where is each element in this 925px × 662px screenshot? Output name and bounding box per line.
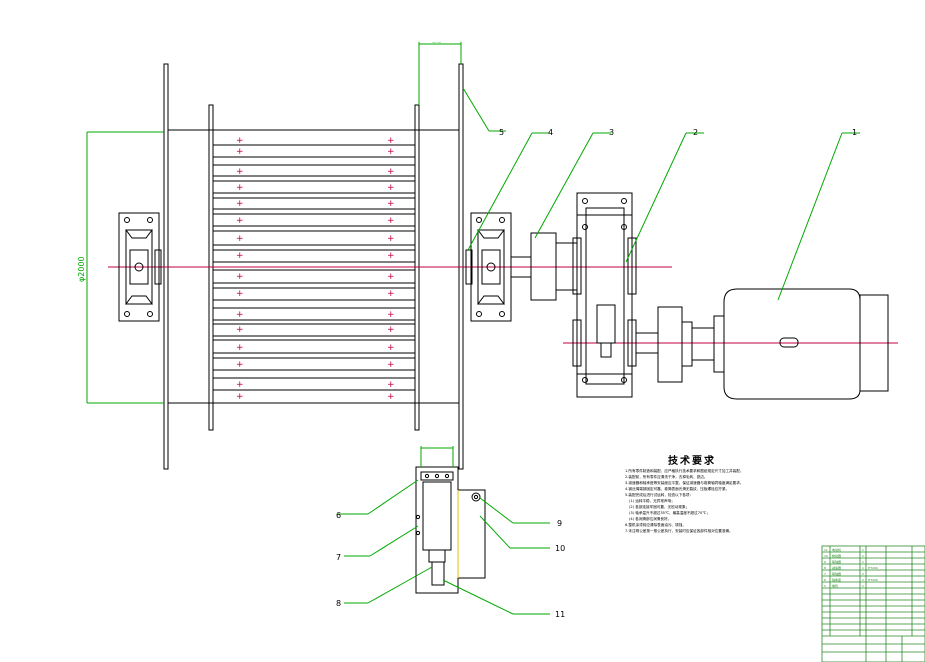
title-block [821,545,925,662]
crosshair-marker: + [236,167,244,177]
svg-text:— —: — — [432,40,441,45]
crosshair-marker: + [236,136,244,146]
title-block-cell: 1 [862,584,864,588]
title-block-cell: 8 [824,566,826,570]
crosshair-marker: + [236,234,244,244]
title-block-cell: 轴承座 [832,577,841,582]
tech-requirements-list: 1.所有零件制造和装配，应严格执行技术要求和图纸规定尺寸加工并装配。 2.装配前… [625,468,825,534]
crosshair-marker: + [236,380,244,390]
tech-item: 5.装配完成后进行试运转，检查以下各项： [625,493,694,497]
crosshair-marker: + [387,343,395,353]
title-block-cell: 9 [824,560,826,564]
crosshair-marker: + [387,251,395,261]
crosshair-marker: + [387,199,395,209]
title-block-cell: 2 [862,572,864,576]
callout-1: 1 [852,128,857,137]
tech-item: 3.减速器和轴承座等安装面应平整，保证减速器与卷筒轴同轴度满足要求。 [625,481,744,485]
crosshair-marker: + [236,310,244,320]
crosshair-marker: + [387,380,395,390]
crosshair-marker: + [236,199,244,209]
tech-item: 1.所有零件制造和装配，应严格执行技术要求和图纸规定尺寸加工并装配。 [625,469,744,473]
title-block-cell: 11 [824,548,828,552]
title-block-cell: 1 [862,566,864,570]
diameter-dimension [86,131,164,404]
crosshair-marker: + [387,147,395,157]
tech-item: 2.装配前，所有零件应清洗干净，去掉毛刺、锐边。 [625,475,708,479]
title-block-cell: 制动器 [832,553,841,558]
centerlines [108,266,898,344]
crosshair-marker: + [387,310,395,320]
brake-detail [415,466,486,594]
coupling-motor-side [635,306,725,383]
crosshair-marker: + [236,392,244,402]
crosshair-marker: + [387,216,395,226]
reducer [572,192,637,398]
tech-item: 4.钢丝绳端部固定可靠，卷筒表面光滑无裂纹，压板螺栓应拧紧。 [625,487,730,491]
title-block-cell: 减速器 [832,565,841,570]
title-block-cell: HT200 [868,566,878,570]
callout-6: 6 [336,511,341,520]
title-block-cell: 5 [824,584,826,588]
callout-numbers: 1 2 3 4 5 6 7 8 9 10 11 [336,128,857,619]
tech-item: (4) 各润滑部位润滑良好。 [629,517,672,521]
title-block-cell: 卷筒 [832,583,838,588]
crosshair-marker: + [387,272,395,282]
title-block-cell: 10 [824,554,828,558]
motor [723,288,889,400]
crosshair-marker: + [236,183,244,193]
title-block-cell: 1 [862,560,864,564]
tech-item: (2) 各部连接牢固可靠，无松动现象； [629,505,690,509]
callout-9: 9 [557,519,562,528]
title-block-cell: 1 [862,554,864,558]
crosshair-marker: + [387,360,395,370]
tech-item: 6.整机涂漆前应清除表面油污、锈蚀。 [625,523,686,527]
title-block-cell: 6 [824,578,826,582]
tech-item: 7.未注明公差按一般公差执行，安装时应保证各部件相对位置准确。 [625,529,733,533]
crosshair-marker: + [236,343,244,353]
title-block-cell: 联轴器 [832,571,841,576]
crosshair-marker: + [236,147,244,157]
crosshair-marker: + [236,216,244,226]
crosshair-marker: + [387,167,395,177]
crosshair-marker: + [236,360,244,370]
tech-requirements-title: 技术要求 [668,456,716,467]
crosshair-marker: + [236,289,244,299]
flange-spacing-dimension: — — [418,40,462,105]
title-block-cell: 电动机 [832,547,841,552]
bearing-seat-right [465,212,512,322]
bearing-seat-left [118,212,162,322]
crosshair-marker: + [387,325,395,335]
title-block-cell: HT200 [868,578,878,582]
title-block-cell: 2 [862,578,864,582]
callout-10: 10 [555,544,565,553]
title-block-cell: 7 [824,572,826,576]
crosshair-marker: + [236,325,244,335]
drum-bands: ++++++++++++++++++++++++++++++++ [213,136,415,402]
callout-8: 8 [336,599,341,608]
callout-5: 5 [499,128,504,137]
callout-3: 3 [609,128,614,137]
crosshair-marker: + [387,183,395,193]
callout-leaders [338,87,860,615]
callout-4: 4 [548,128,553,137]
title-block-cell: 联轴器 [832,559,841,564]
crosshair-marker: + [387,392,395,402]
tech-item: (1) 运转平稳，无异常声响； [629,499,675,503]
crosshair-marker: + [387,234,395,244]
callout-2: 2 [693,128,698,137]
crosshair-marker: + [387,136,395,146]
callout-11: 11 [555,610,565,619]
crosshair-marker: + [387,289,395,299]
crosshair-marker: + [236,272,244,282]
crosshair-marker: + [236,251,244,261]
brake-detail-dimension [420,446,454,467]
diameter-label: φ2000 [77,256,86,282]
callout-7: 7 [336,553,341,562]
tech-item: (3) 轴承温升不超过35℃，最高温度不超过70℃； [629,511,710,515]
title-block-cell: 1 [862,548,864,552]
